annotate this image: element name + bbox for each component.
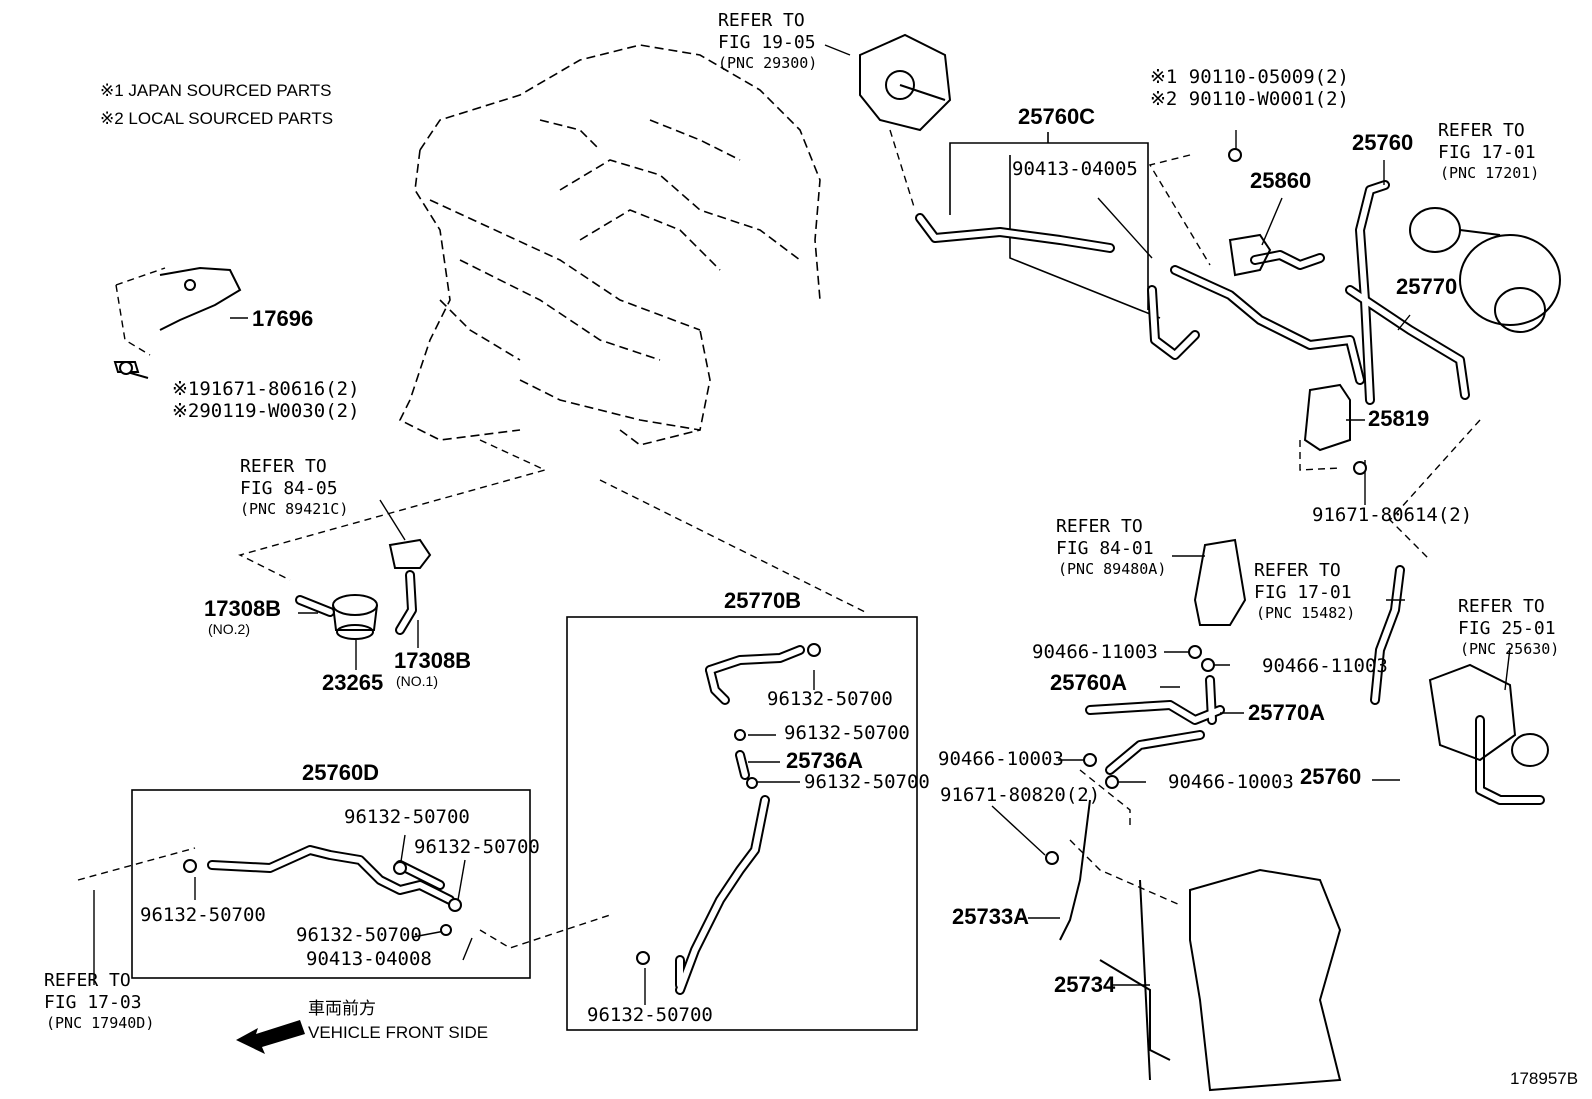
part-90466-10003-b[interactable]: 90466-10003 xyxy=(1168,771,1294,793)
part-96132-50700-b4[interactable]: 96132-50700 xyxy=(587,1004,713,1026)
part-25734[interactable]: 25734 xyxy=(1054,972,1116,997)
part-96132-50700-b2[interactable]: 96132-50700 xyxy=(784,722,910,744)
part-96132-50700-d1[interactable]: 96132-50700 xyxy=(344,806,470,828)
part-90466-10003-a[interactable]: 90466-10003 xyxy=(938,748,1064,770)
turbocharger-icon xyxy=(1409,207,1561,333)
refer-1701a-fig[interactable]: FIG 17-01 xyxy=(1438,142,1536,163)
refer-1701a-heading: REFER TO xyxy=(1438,120,1525,141)
refer-1905-fig[interactable]: FIG 19-05 xyxy=(718,32,816,53)
part-25770[interactable]: 25770 xyxy=(1396,274,1458,299)
part-25770B[interactable]: 25770B xyxy=(724,588,802,613)
refer-1701b-pnc: (PNC 15482) xyxy=(1256,604,1356,622)
part-90466-11003-b[interactable]: 90466-11003 xyxy=(1262,655,1388,677)
vehicle-front-jp: 車両前方 xyxy=(308,999,376,1018)
part-96132-50700-b3[interactable]: 96132-50700 xyxy=(804,771,930,793)
refer-8401-fig[interactable]: FIG 84-01 xyxy=(1056,538,1154,559)
box-25760D xyxy=(131,789,531,979)
part-25760D[interactable]: 25760D xyxy=(302,760,380,785)
vsv-25860-icon xyxy=(1228,233,1272,277)
refer-1701b-fig[interactable]: FIG 17-01 xyxy=(1254,582,1352,603)
leader-lines xyxy=(77,129,1481,949)
refer-2501-fig[interactable]: FIG 25-01 xyxy=(1458,618,1556,639)
vacuum-pump-icon xyxy=(859,33,952,132)
part-17308B-no2[interactable]: 17308B xyxy=(204,596,282,621)
vsv-25819-icon xyxy=(1303,383,1351,452)
clamp-icons xyxy=(119,148,1367,965)
refer-1703-fig[interactable]: FIG 17-03 xyxy=(44,992,142,1013)
sensor-89480a-icon xyxy=(1193,538,1247,626)
refer-8405-pnc: (PNC 89421C) xyxy=(240,500,349,518)
part-91671-80820[interactable]: 91671-80820(2) xyxy=(940,784,1101,806)
part-25860[interactable]: 25860 xyxy=(1250,168,1312,193)
sensor-89421c-icon xyxy=(388,538,432,569)
part-17308B-no1-sub: (NO.1) xyxy=(396,673,438,689)
refer-1701b-heading: REFER TO xyxy=(1254,560,1341,581)
part-25760C[interactable]: 25760C xyxy=(1018,104,1096,129)
refer-2501-pnc: (PNC 25630) xyxy=(1460,640,1560,658)
engine-outline xyxy=(398,44,821,446)
bracket-17696-icon xyxy=(159,266,242,331)
transmission-outline-icon xyxy=(1139,868,1342,1092)
vehicle-front-en: VEHICLE FRONT SIDE xyxy=(308,1023,489,1042)
actuator-25630-icon xyxy=(1428,663,1549,767)
part-25760A[interactable]: 25760A xyxy=(1050,670,1128,695)
refer-2501-heading: REFER TO xyxy=(1458,596,1545,617)
box-25770B xyxy=(566,616,918,1031)
bracket-25760C xyxy=(949,132,1161,319)
part-23265[interactable]: 23265 xyxy=(322,670,384,695)
note-japan-sourced: ※1 JAPAN SOURCED PARTS xyxy=(100,81,332,100)
refer-1905-heading: REFER TO xyxy=(718,10,805,31)
part-290119-W0030[interactable]: ※290119-W0030(2) xyxy=(172,400,360,422)
refer-1703-heading: REFER TO xyxy=(44,970,131,991)
figure-id: 178957B xyxy=(1510,1069,1579,1088)
part-17308B-no1[interactable]: 17308B xyxy=(394,648,472,673)
part-96132-50700-d3[interactable]: 96132-50700 xyxy=(140,904,266,926)
part-25760-top[interactable]: 25760 xyxy=(1352,130,1414,155)
sensor-25733A-icon xyxy=(1059,799,1171,1061)
refer-1905-pnc: (PNC 29300) xyxy=(718,54,818,72)
part-25733A[interactable]: 25733A xyxy=(952,904,1030,929)
part-191671-80616[interactable]: ※191671-80616(2) xyxy=(172,378,360,400)
part-90413-04005[interactable]: 90413-04005 xyxy=(1012,158,1138,180)
part-17308B-no2-sub: (NO.2) xyxy=(208,621,250,637)
note-local-sourced: ※2 LOCAL SOURCED PARTS xyxy=(100,109,334,128)
refer-8405-heading: REFER TO xyxy=(240,456,327,477)
hoses-inner xyxy=(209,182,1543,993)
part-96132-50700-b1[interactable]: 96132-50700 xyxy=(767,688,893,710)
part-96132-50700-d4[interactable]: 96132-50700 xyxy=(296,924,422,946)
refer-8401-pnc: (PNC 89480A) xyxy=(1058,560,1167,578)
refer-1701a-pnc: (PNC 17201) xyxy=(1440,164,1540,182)
part-91671-80614[interactable]: 91671-80614(2) xyxy=(1312,504,1473,526)
part-90466-11003-a[interactable]: 90466-11003 xyxy=(1032,641,1158,663)
part-90413-04008[interactable]: 90413-04008 xyxy=(306,948,432,970)
part-25819[interactable]: 25819 xyxy=(1368,406,1430,431)
refer-1703-pnc: (PNC 17940D) xyxy=(46,1014,155,1032)
part-90110-05009[interactable]: ※1 90110-05009(2) xyxy=(1150,66,1349,88)
refer-8401-heading: REFER TO xyxy=(1056,516,1143,537)
part-90110-W0001[interactable]: ※2 90110-W0001(2) xyxy=(1150,88,1349,110)
part-25736A[interactable]: 25736A xyxy=(786,748,864,773)
part-25760-bottom[interactable]: 25760 xyxy=(1300,764,1362,789)
part-96132-50700-d2[interactable]: 96132-50700 xyxy=(414,836,540,858)
vehicle-front-arrow-icon xyxy=(236,1020,305,1054)
filter-23265-icon xyxy=(332,594,378,640)
part-25770A[interactable]: 25770A xyxy=(1248,700,1326,725)
part-17696[interactable]: 17696 xyxy=(252,306,314,331)
refer-8405-fig[interactable]: FIG 84-05 xyxy=(240,478,338,499)
